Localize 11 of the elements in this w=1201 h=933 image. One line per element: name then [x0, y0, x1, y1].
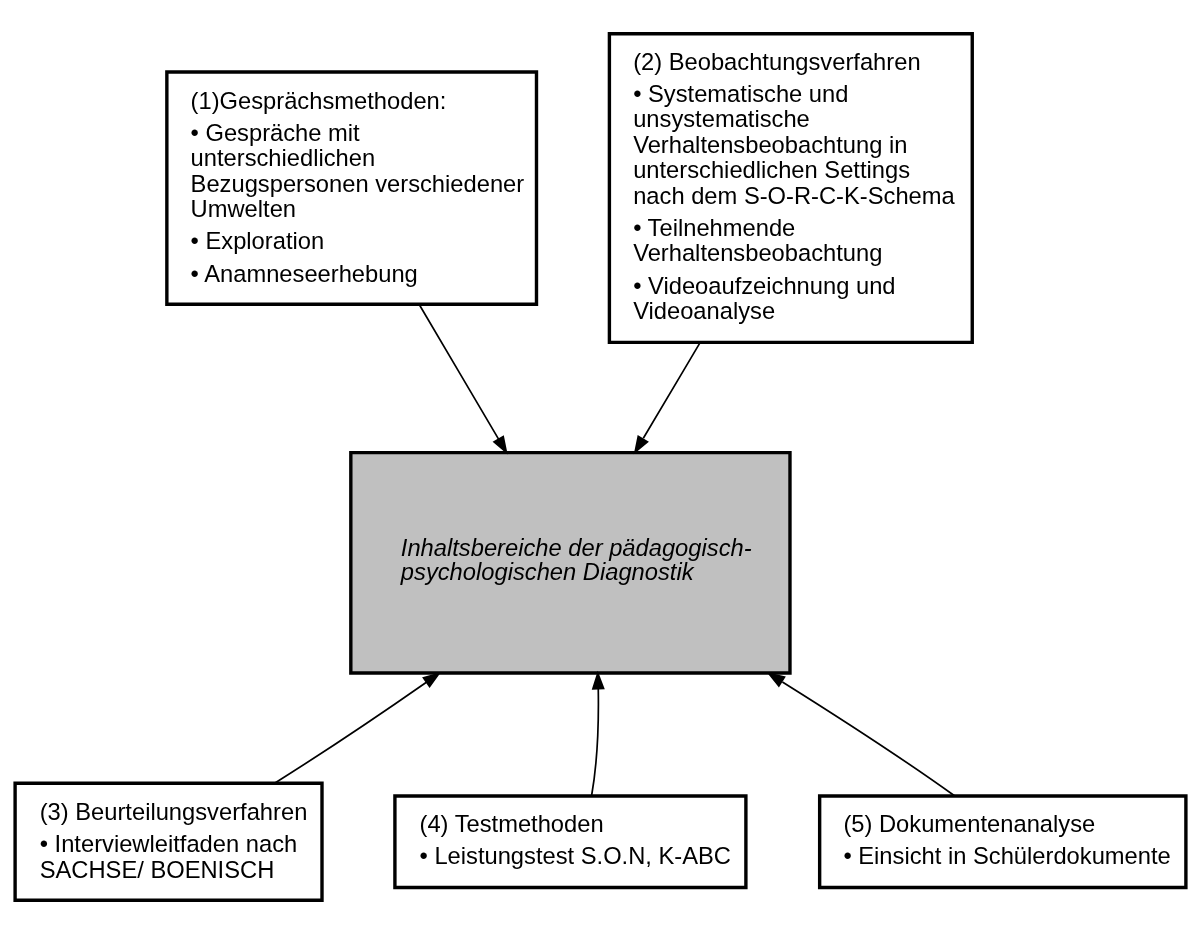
- arrow: [766, 671, 956, 797]
- arrow: [418, 303, 508, 455]
- node-box: (2) Beobachtungsverfahren • Systematische und unsystematische Verhaltensbeobachtung in unterschiedlichen Settings nach dem S-O-R-C-K-Schema • Teilnehmende Verhaltensbeobachtung • Videoaufzeichnung und Videoanalyse: [607, 31, 974, 344]
- node-box: (3) Beurteilungsverfahren • Interviewleitfaden nach SACHSE/ BOENISCH: [13, 781, 324, 902]
- node-box: (5) Dokumentenanalyse • Einsicht in Schülerdokumente: [817, 793, 1188, 889]
- arrow: [633, 341, 702, 454]
- arrow: [274, 671, 442, 784]
- node-box: Inhaltsbereiche der pädagogisch-psychologischen Diagnostik: [349, 450, 792, 675]
- node-box: (1)Gesprächsmethoden: • Gespräche mit unterschiedlichen Bezugspersonen verschiedener Umwelten • Exploration • Anamneseerhebung: [165, 69, 539, 306]
- node-box: (4) Testmethoden • Leistungstest S.O.N, K-ABC: [393, 793, 748, 889]
- arrow: [590, 670, 605, 797]
